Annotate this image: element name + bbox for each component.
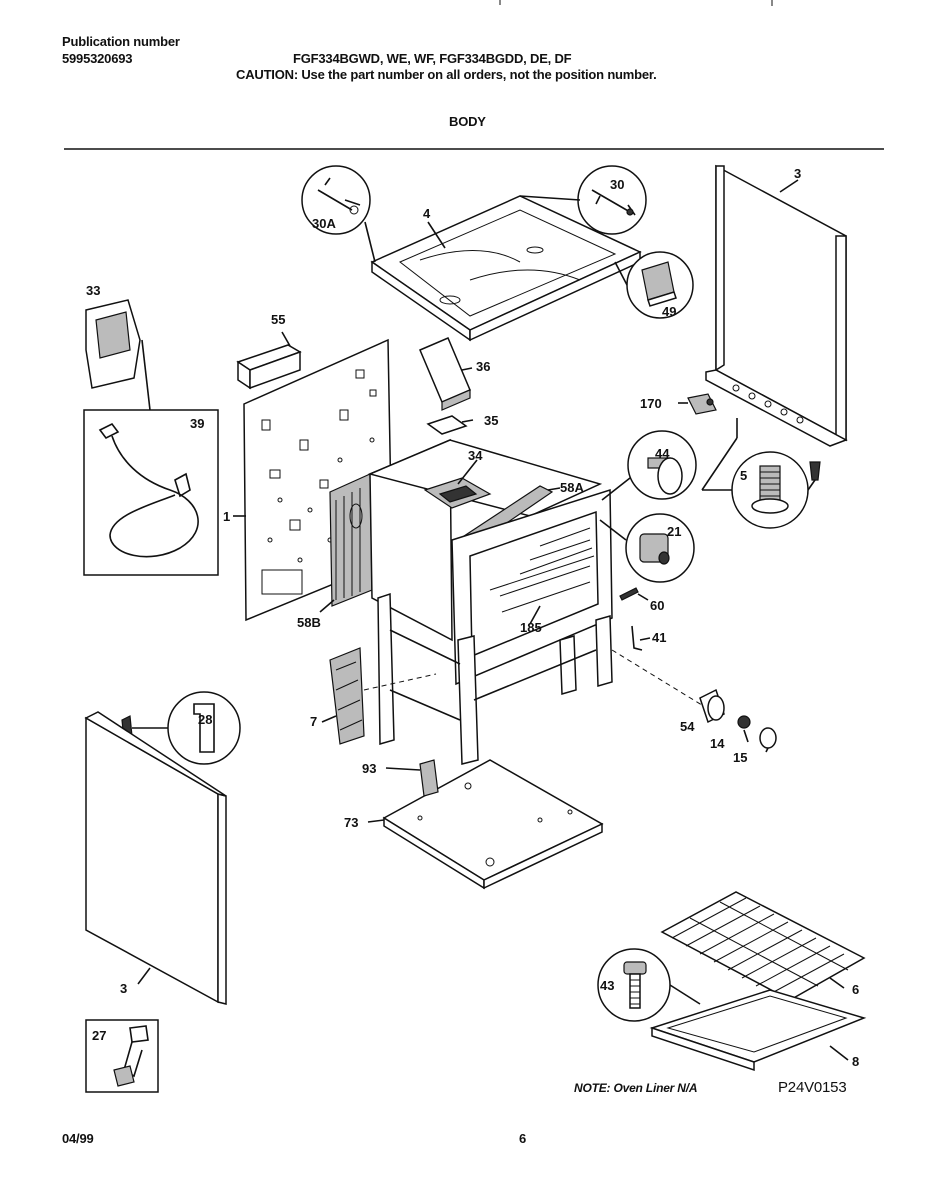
lamp-bulb-14 [737,715,751,729]
label-55: 55 [271,312,285,327]
label-3-top: 3 [794,166,801,181]
page-number: 6 [519,1131,527,1146]
label-1: 1 [223,509,230,524]
label-44: 44 [655,446,670,461]
leader-58b [319,599,335,613]
label-49: 49 [662,304,676,319]
side-panel-top [705,164,848,447]
bottom-pan-73 [382,759,604,890]
label-28: 28 [198,712,212,727]
leader-3-bottom [137,967,151,985]
label-58b: 58B [297,615,321,630]
trim-55 [236,331,302,390]
foot-screw-right [809,461,821,481]
side-panel-bottom [84,711,227,1005]
inset-27-box [85,1019,159,1093]
model-numbers: FGF334BGWD, WE, WF, FGF334BGDD, DE, DF [293,51,572,66]
callout-30-detail [519,165,647,235]
label-30a: 30A [312,216,336,231]
leader-dash-54 [611,649,711,711]
leader-14 [743,729,749,743]
label-73: 73 [344,815,358,830]
leader-8 [829,1045,849,1061]
bracket-35 [426,415,474,435]
leader-3-top [779,179,799,193]
label-41: 41 [652,630,666,645]
callout-49-detail [614,251,694,319]
broil-pan-8 [649,989,867,1072]
terminal-block-33 [85,299,151,411]
publication-number: 5995320693 [62,51,133,66]
label-60: 60 [650,598,664,613]
callout-30a-detail [301,165,376,263]
label-34: 34 [468,448,483,463]
callout-21-detail [599,513,695,583]
bracket-170 [678,393,717,415]
caution-text: CAUTION: Use the part number on all orde… [236,67,657,82]
label-21: 21 [667,524,681,539]
leader-34 [457,459,478,485]
bracket-36 [419,337,473,411]
label-5: 5 [740,468,747,483]
label-4: 4 [423,206,431,221]
lamp-socket-54 [699,688,725,724]
label-27: 27 [92,1028,106,1043]
leader-15 [765,747,769,753]
label-39: 39 [190,416,204,431]
diagram-code: P24V0153 [778,1079,847,1096]
leader-60 [637,593,649,601]
leader-185 [529,605,541,625]
label-36: 36 [476,359,490,374]
leader-41 [639,637,651,641]
label-3-bottom: 3 [120,981,127,996]
leader-58a [547,487,561,491]
label-54: 54 [680,719,695,734]
footer-date: 04/99 [62,1131,94,1146]
oven-body [329,438,639,765]
lamp-cover-15 [759,727,777,749]
clip-41 [631,625,643,651]
label-43: 43 [600,978,614,993]
power-cord-box-39 [83,409,219,576]
label-6: 6 [852,982,859,997]
label-7: 7 [310,714,317,729]
label-58a: 58A [560,480,584,495]
label-93: 93 [362,761,376,776]
label-30: 30 [610,177,624,192]
oven-liner-note: NOTE: Oven Liner N/A [574,1081,698,1095]
section-title: BODY [449,114,486,129]
label-8: 8 [852,1054,859,1069]
label-33: 33 [86,283,100,298]
publication-label: Publication number [62,34,180,49]
label-185: 185 [520,620,542,635]
callout-28-detail [167,691,241,765]
leader-73 [367,819,385,823]
leader-4 [427,221,446,249]
oven-rack-6 [660,891,866,1001]
leader-6 [829,977,845,989]
label-15: 15 [733,750,747,765]
callout-43-screw [597,948,701,1022]
label-14: 14 [710,736,725,751]
top-frame-part [370,195,642,342]
callout-5-leveling-leg [701,437,816,529]
label-35: 35 [484,413,498,428]
bracket-93 [385,759,439,797]
callout-44-knob [601,430,697,501]
label-170: 170 [640,396,662,411]
vent-7 [321,647,437,745]
